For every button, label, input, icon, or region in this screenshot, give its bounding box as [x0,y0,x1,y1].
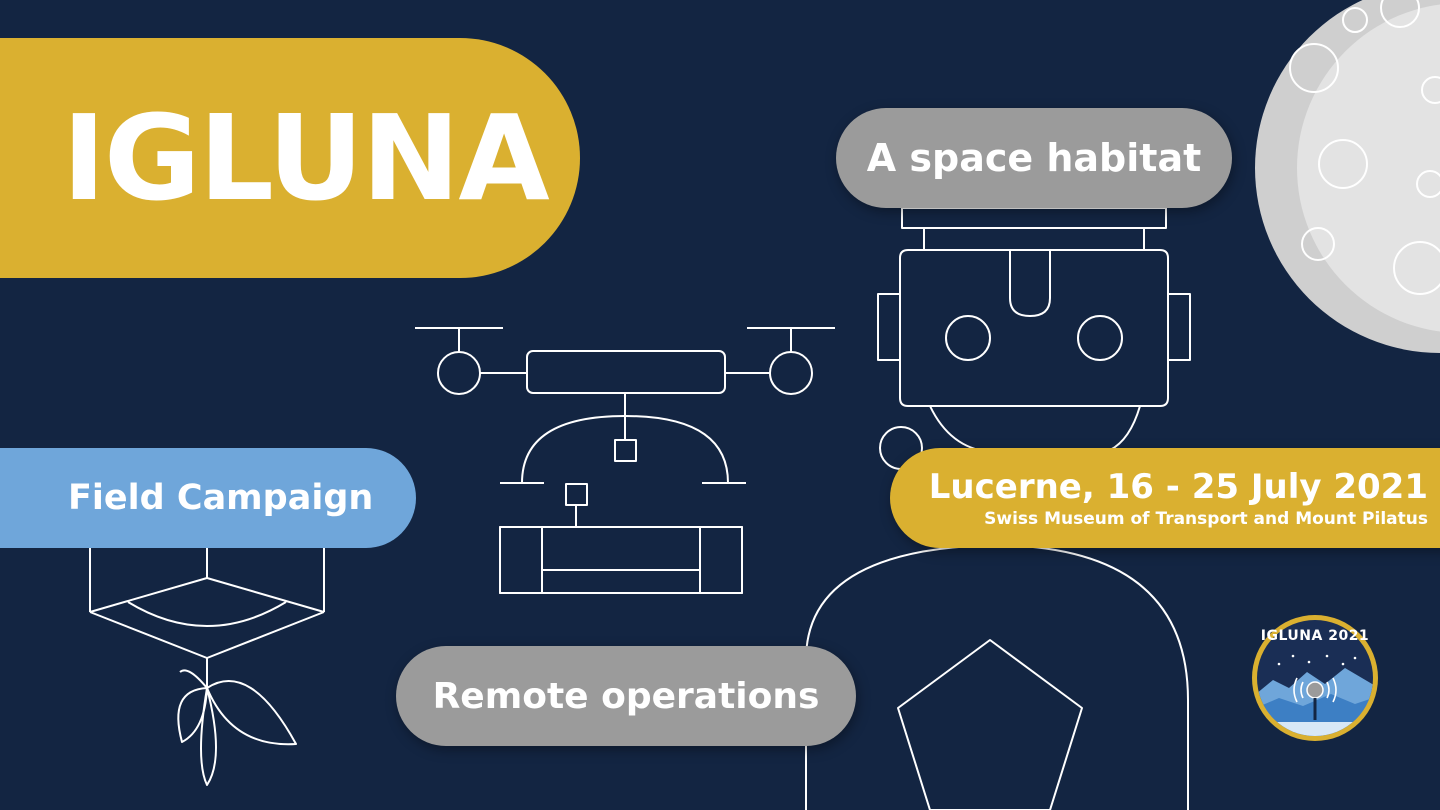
title-banner: IGLUNA [0,38,580,278]
event-venues: Swiss Museum of Transport and Mount Pila… [984,509,1428,529]
remote-operations-label: Remote operations [396,646,856,746]
field-campaign-label: Field Campaign [0,448,416,548]
event-location-dates: Lucerne, 16 - 25 July 2021 [928,467,1428,507]
space-habitat-label: A space habitat [836,108,1232,208]
drone-illustration [415,327,835,484]
plant-illustration [89,548,325,786]
field-campaign-text: Field Campaign [68,478,374,518]
remote-operations-text: Remote operations [432,675,820,717]
igluna-2021-badge: IGLUNA 2021 [1251,614,1379,742]
badge-title: IGLUNA 2021 [1260,628,1370,644]
space-habitat-text: A space habitat [866,136,1202,180]
page-title: IGLUNA [62,89,550,227]
badge-emblem [1252,615,1378,741]
event-info-banner: Lucerne, 16 - 25 July 2021 Swiss Museum … [890,448,1440,548]
rover-illustration [499,483,743,594]
moon-illustration [1255,0,1440,353]
